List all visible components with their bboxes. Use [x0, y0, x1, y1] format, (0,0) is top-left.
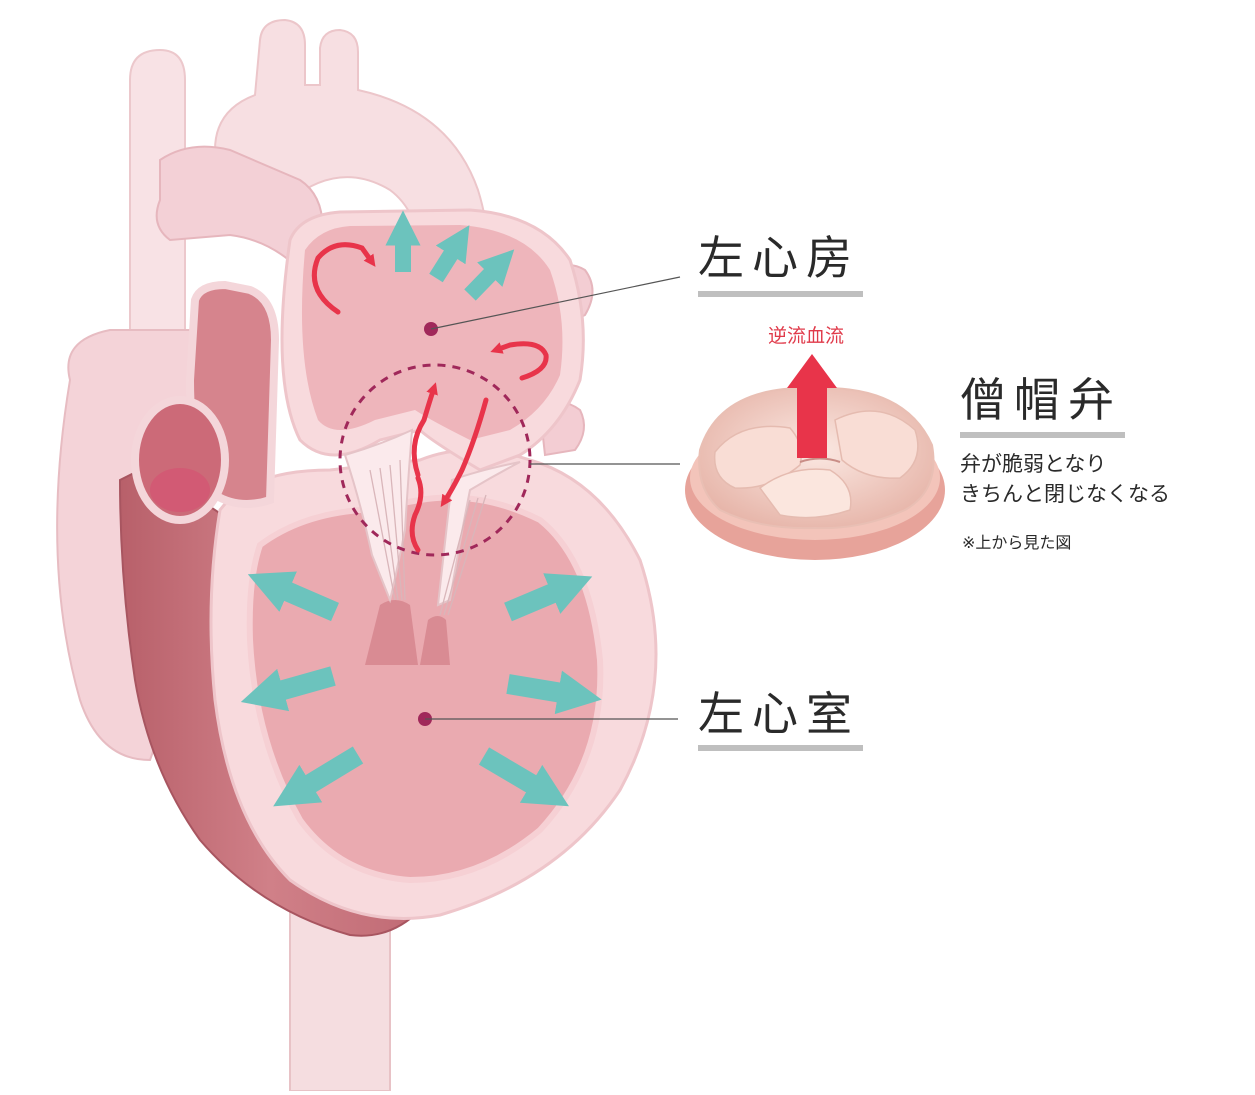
regurgitation-label: 逆流血流	[768, 325, 845, 347]
regurgitation-arrow-head	[787, 354, 837, 388]
valve-description-line1: 弁が脆弱となり	[960, 452, 1107, 476]
mitral-valve-highlight	[338, 363, 532, 557]
left-atrium-label: 左心房	[698, 231, 860, 285]
left-atrium-underline	[698, 291, 863, 297]
valve-description-line2: きちんと閉じなくなる	[960, 482, 1170, 506]
regurgitation-arrows	[311, 242, 549, 553]
papillary-muscle-right	[420, 616, 450, 665]
regurgitation-arrow-shaft	[797, 380, 827, 458]
papillary-muscle-left	[365, 600, 418, 665]
left-ventricle-underline	[698, 745, 863, 751]
chordae-tendineae	[369, 459, 487, 616]
ventricle-teal-arrows	[240, 571, 602, 807]
mitral-valve-underline	[960, 432, 1125, 438]
mitral-valve-label: 僧帽弁	[960, 373, 1122, 427]
mitral-valve-top-view	[685, 386, 945, 560]
left-ventricle-label: 左心室	[698, 687, 860, 741]
top-view-note: ※上から見た図	[962, 533, 1072, 552]
mitral-leaflet-posterior	[436, 461, 521, 607]
atrium-teal-arrows	[385, 210, 515, 301]
